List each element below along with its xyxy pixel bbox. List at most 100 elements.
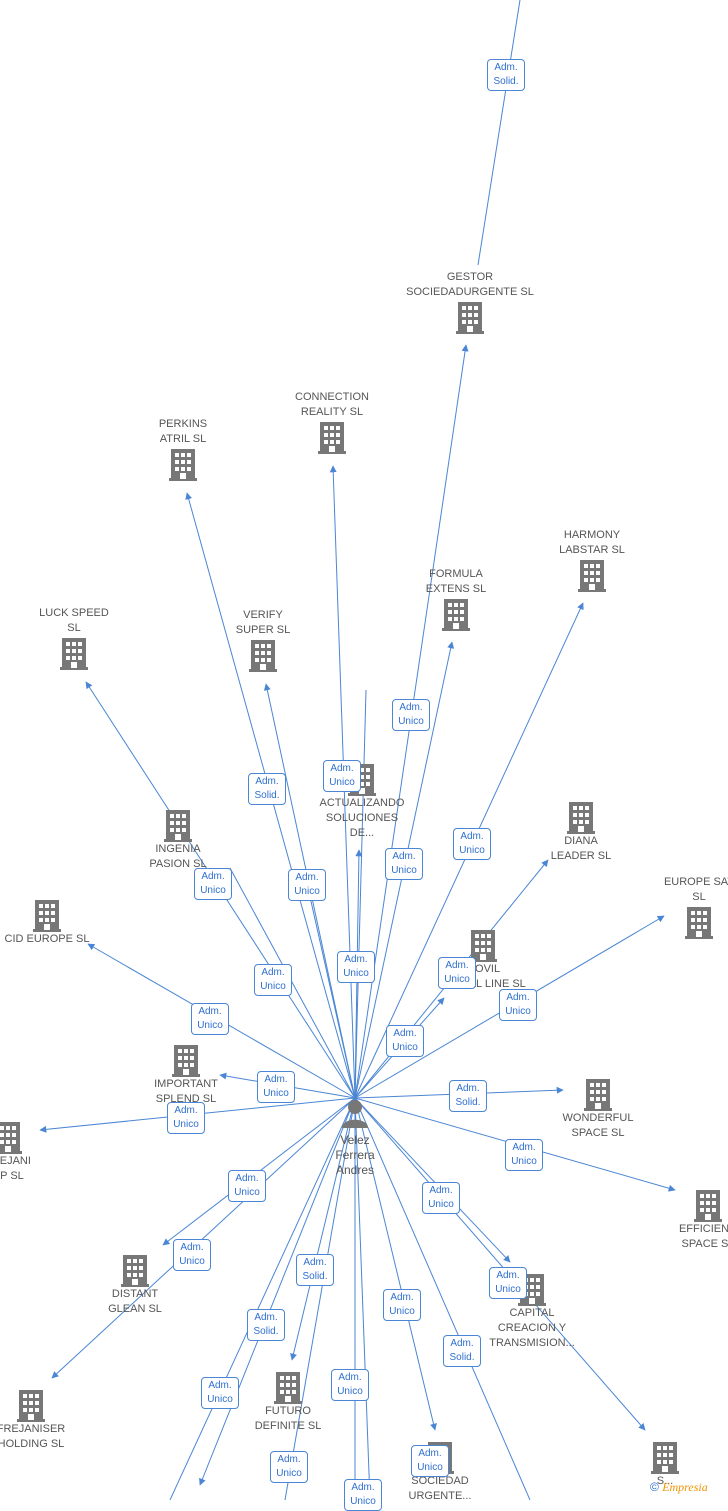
relation-badge-r-frejaniup[interactable]: Adm. Unico (167, 1102, 205, 1134)
relation-edge (354, 1097, 646, 1431)
building-icon (694, 1190, 722, 1222)
company-node-actualizando[interactable]: ACTUALIZANDO SOLUCIONES DE... (292, 762, 432, 841)
building-icon (584, 1079, 612, 1111)
building-icon (456, 302, 484, 334)
copyright: © Empresia (650, 1480, 708, 1495)
building-icon (249, 640, 277, 672)
relation-edge (354, 1097, 371, 1500)
company-label: CONNECTION REALITY SL (295, 391, 369, 418)
relation-edge (477, 0, 521, 266)
company-label: ACTUALIZANDO SOLUCIONES DE... (319, 797, 405, 839)
company-label: IMPORTANT SPLEND SL (154, 1078, 218, 1105)
company-node-cid[interactable]: CID EUROPE SL (0, 898, 117, 947)
relation-badge-r-bottom-mid[interactable]: Adm. Unico (331, 1369, 369, 1401)
relation-badge-r-luckspeed[interactable]: Adm. Unico (194, 868, 232, 900)
company-label: DISTANT GLEAN SL (108, 1288, 162, 1315)
person-name: Velez Ferrera Andres (335, 1133, 375, 1177)
company-node-important[interactable]: IMPORTANT SPLEND SL (116, 1043, 256, 1107)
relation-badge-r-bottomright[interactable]: Adm. Unico (422, 1182, 460, 1214)
building-icon (164, 810, 192, 842)
relation-badge-r-ingenia[interactable]: Adm. Unico (254, 964, 292, 996)
company-node-ingenia[interactable]: INGENIA PASION SL (108, 808, 248, 872)
company-node-connection[interactable]: CONNECTION REALITY SL (262, 390, 402, 454)
company-label: PERKINS ATRIL SL (158, 418, 208, 445)
relation-edge (303, 869, 356, 1099)
relation-badge-r-bottom-left[interactable]: Adm. Unico (201, 1377, 239, 1409)
building-icon (60, 638, 88, 670)
relation-edge (229, 867, 356, 1099)
relation-badge-r-important[interactable]: Adm. Unico (257, 1071, 295, 1103)
relation-badge-r-diana[interactable]: Adm. Unico (438, 957, 476, 989)
relation-badge-r-verify[interactable]: Adm. Unico (288, 869, 326, 901)
company-node-harmony[interactable]: HARMONY LABSTAR SL (522, 528, 662, 592)
copyright-symbol: © (650, 1480, 659, 1494)
company-node-wonderful[interactable]: WONDERFUL SPACE SL (528, 1077, 668, 1141)
company-label: LUCK SPEED SL (39, 607, 109, 634)
company-node-efficienc[interactable]: EFFICIENC SPACE SL (638, 1188, 728, 1252)
relation-badge-r-frejaniser[interactable]: Adm. Unico (173, 1239, 211, 1271)
relation-badge-r-sociedad2[interactable]: Adm. Unico (344, 1479, 382, 1511)
building-icon (651, 1442, 679, 1474)
relation-edge (290, 1097, 356, 1361)
building-icon (169, 449, 197, 481)
company-node-formula[interactable]: FORMULA EXTENS SL (386, 567, 526, 631)
company-node-bottomright[interactable]: S... (595, 1440, 728, 1489)
company-label: INGENIA PASION SL (149, 843, 207, 870)
company-node-movil[interactable]: MOVIL DIGITAL LINE SL (413, 928, 553, 992)
relation-edge (199, 1097, 356, 1486)
relation-badge-r-efficienc[interactable]: Adm. Unico (505, 1139, 543, 1171)
company-node-capital[interactable]: CAPITAL CREACION Y TRANSMISION... (462, 1272, 602, 1351)
building-icon (274, 1372, 302, 1404)
relation-badge-r-bottom-center[interactable]: Adm. Unico (270, 1451, 308, 1483)
relation-badge-r-wonderful[interactable]: Adm. Solid. (449, 1080, 487, 1112)
relation-badge-r-futuro[interactable]: Adm. Unico (489, 1267, 527, 1299)
company-node-europesat[interactable]: EUROPE SAT SL (629, 875, 728, 939)
company-label: S... (656, 1475, 674, 1487)
brand-logo: Empresia (662, 1480, 708, 1494)
relation-badge-r-distant[interactable]: Adm. Unico (228, 1170, 266, 1202)
company-node-sociedad[interactable]: SOCIEDAD URGENTE... (370, 1440, 510, 1504)
relation-badge-r-movil[interactable]: Adm. Unico (386, 1025, 424, 1057)
company-node-frejaniser[interactable]: FREJANISER HOLDING SL (0, 1388, 101, 1452)
building-icon (318, 422, 346, 454)
company-label: CID EUROPE SL (4, 933, 90, 945)
relation-badge-r-connection[interactable]: Adm. Unico (323, 760, 361, 792)
person-node[interactable]: Velez Ferrera Andres (315, 1098, 395, 1178)
company-label: HARMONY LABSTAR SL (559, 529, 625, 556)
company-node-luckspeed[interactable]: LUCK SPEED SL (4, 606, 144, 670)
relation-edge (284, 1097, 356, 1500)
relation-edge (169, 1097, 356, 1500)
building-icon (442, 599, 470, 631)
company-label: GESTOR SOCIEDADURGENTE SL (406, 271, 534, 298)
relation-badge-r-perkins[interactable]: Adm. Solid. (248, 773, 286, 805)
company-node-futuro[interactable]: FUTURO DEFINITE SL (218, 1370, 358, 1434)
relation-edge (51, 1097, 356, 1379)
relation-badge-r-solid-left[interactable]: Adm. Solid. (247, 1309, 285, 1341)
relation-badge-r-gestor[interactable]: Adm. Unico (385, 848, 423, 880)
company-node-perkins[interactable]: PERKINS ATRIL SL (113, 417, 253, 481)
building-icon (567, 802, 595, 834)
company-label: SOCIEDAD URGENTE... (408, 1475, 472, 1502)
relation-badge-r-capital[interactable]: Adm. Solid. (296, 1254, 334, 1286)
company-label: EFFICIENC SPACE SL (678, 1223, 728, 1250)
relation-badge-r-cid[interactable]: Adm. Unico (191, 1003, 229, 1035)
relation-badge-r-solid-bottom[interactable]: Adm. Solid. (443, 1335, 481, 1367)
relation-badge-r-bottom-center2[interactable]: Adm. Unico (411, 1445, 449, 1477)
building-icon (33, 900, 61, 932)
building-icon (578, 560, 606, 592)
company-node-verify[interactable]: VERIFY SUPER SL (193, 608, 333, 672)
company-label: FUTURO DEFINITE SL (254, 1405, 322, 1432)
relation-badge-r-europesat[interactable]: Adm. Unico (499, 989, 537, 1021)
relation-badge-r-formula[interactable]: Adm. Unico (392, 699, 430, 731)
company-node-diana[interactable]: DIANA LEADER SL (511, 800, 651, 864)
company-node-frejaniup[interactable]: FREJANI UP SL (0, 1120, 78, 1184)
relation-badge-r-top[interactable]: Adm. Solid. (487, 59, 525, 91)
relation-badge-r-actualizando[interactable]: Adm. Unico (337, 951, 375, 983)
relation-badge-r-sociedad[interactable]: Adm. Unico (383, 1289, 421, 1321)
relation-badge-r-harmony[interactable]: Adm. Unico (453, 828, 491, 860)
relation-edge (354, 1097, 531, 1500)
company-label: VERIFY SUPER SL (235, 609, 291, 636)
company-node-distant[interactable]: DISTANT GLEAN SL (65, 1253, 205, 1317)
company-node-gestor[interactable]: GESTOR SOCIEDADURGENTE SL (400, 270, 540, 334)
company-label: WONDERFUL SPACE SL (562, 1112, 634, 1139)
